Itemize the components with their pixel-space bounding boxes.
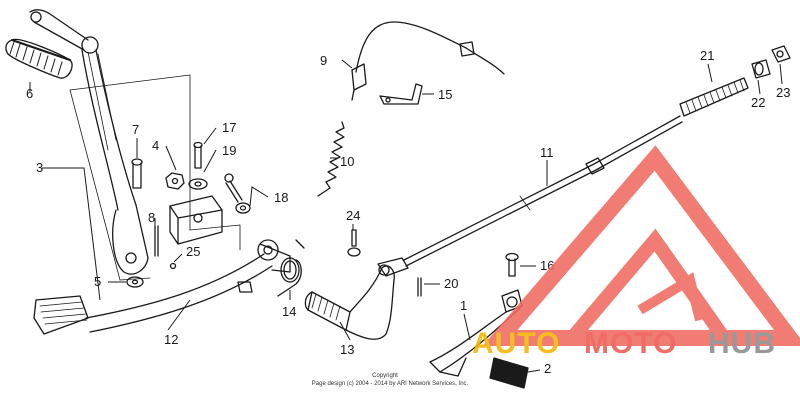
label-part-13: 13 bbox=[340, 342, 354, 357]
washer-18 bbox=[235, 202, 251, 214]
watermark-text-moto: MOTO bbox=[584, 327, 677, 360]
threaded-rod-end bbox=[679, 77, 749, 117]
pivot-bolt bbox=[131, 158, 143, 189]
label-part-5: 5 bbox=[94, 274, 101, 289]
watermark-text-auto: AUTO bbox=[472, 327, 560, 360]
label-part-10: 10 bbox=[340, 154, 354, 169]
bolt-16 bbox=[505, 252, 519, 277]
switch-bracket bbox=[379, 83, 423, 105]
grip-rubber bbox=[5, 38, 73, 79]
label-part-14: 14 bbox=[282, 304, 296, 319]
watermark-triangle-logo bbox=[482, 145, 800, 346]
label-part-7: 7 bbox=[132, 122, 139, 137]
assembly-frame bbox=[69, 74, 241, 281]
leader-21 bbox=[707, 63, 713, 83]
mount-bracket bbox=[169, 195, 223, 245]
label-part-12: 12 bbox=[164, 332, 178, 347]
bolt-18 bbox=[224, 173, 243, 203]
label-part-17: 17 bbox=[222, 120, 236, 135]
leader-25 bbox=[173, 253, 183, 263]
label-part-24: 24 bbox=[346, 208, 360, 223]
switch-spring bbox=[317, 121, 345, 197]
washer-5 bbox=[126, 276, 144, 288]
brake-pedal bbox=[33, 239, 291, 335]
part-labels: 3 6 7 4 17 19 18 8 25 5 12 14 13 9 15 10… bbox=[26, 48, 790, 376]
pedal-rubber bbox=[489, 357, 529, 389]
return-spring bbox=[277, 239, 305, 297]
label-part-2: 2 bbox=[544, 361, 551, 376]
label-part-18: 18 bbox=[274, 190, 288, 205]
washer-19 bbox=[188, 178, 208, 190]
leader-12 bbox=[167, 299, 191, 331]
leader-23 bbox=[779, 63, 783, 85]
label-part-25: 25 bbox=[186, 244, 200, 259]
label-part-3: 3 bbox=[36, 160, 43, 175]
nut-4 bbox=[165, 172, 185, 190]
label-part-21: 21 bbox=[700, 48, 714, 63]
automotohub-watermark: AUTO MOTO HUB bbox=[472, 145, 800, 360]
label-part-15: 15 bbox=[438, 87, 452, 102]
brake-arm-shaft bbox=[304, 265, 395, 340]
leader-1 bbox=[463, 313, 471, 341]
cotter-pin-20 bbox=[417, 277, 422, 297]
label-part-19: 19 bbox=[222, 143, 236, 158]
leader-13 bbox=[339, 321, 351, 341]
label-part-23: 23 bbox=[776, 85, 790, 100]
leader-17 bbox=[203, 127, 217, 145]
leader-3 bbox=[42, 167, 101, 301]
brake-rod bbox=[403, 115, 683, 267]
leader-22 bbox=[757, 79, 761, 95]
label-part-22: 22 bbox=[751, 95, 765, 110]
rod-joint bbox=[377, 257, 409, 277]
leader-lines bbox=[29, 59, 783, 373]
adjusting-nut bbox=[771, 45, 791, 63]
bolt-17 bbox=[193, 141, 203, 169]
label-part-11: 11 bbox=[540, 145, 554, 160]
leader-18 bbox=[249, 186, 269, 207]
copyright-line-2: Page design (c) 2004 - 2014 by ARI Netwo… bbox=[312, 381, 469, 387]
clip-25 bbox=[169, 262, 177, 270]
label-part-6: 6 bbox=[26, 86, 33, 101]
label-part-9: 9 bbox=[320, 53, 327, 68]
joint-22 bbox=[751, 59, 771, 79]
stand-arm bbox=[29, 9, 149, 275]
bolt-24 bbox=[347, 229, 361, 257]
cotter-pin-8 bbox=[154, 225, 159, 257]
watermark-text-hub: HUB bbox=[708, 327, 776, 360]
label-part-8: 8 bbox=[148, 210, 155, 225]
copyright-line-1: Copyright bbox=[372, 373, 398, 379]
leader-4 bbox=[165, 145, 177, 171]
label-part-20: 20 bbox=[444, 276, 458, 291]
label-part-4: 4 bbox=[152, 138, 159, 153]
leader-2 bbox=[527, 369, 541, 373]
leader-19 bbox=[203, 149, 217, 173]
label-part-1: 1 bbox=[460, 298, 467, 313]
stop-switch-cable bbox=[351, 21, 505, 101]
leader-9 bbox=[341, 59, 353, 69]
